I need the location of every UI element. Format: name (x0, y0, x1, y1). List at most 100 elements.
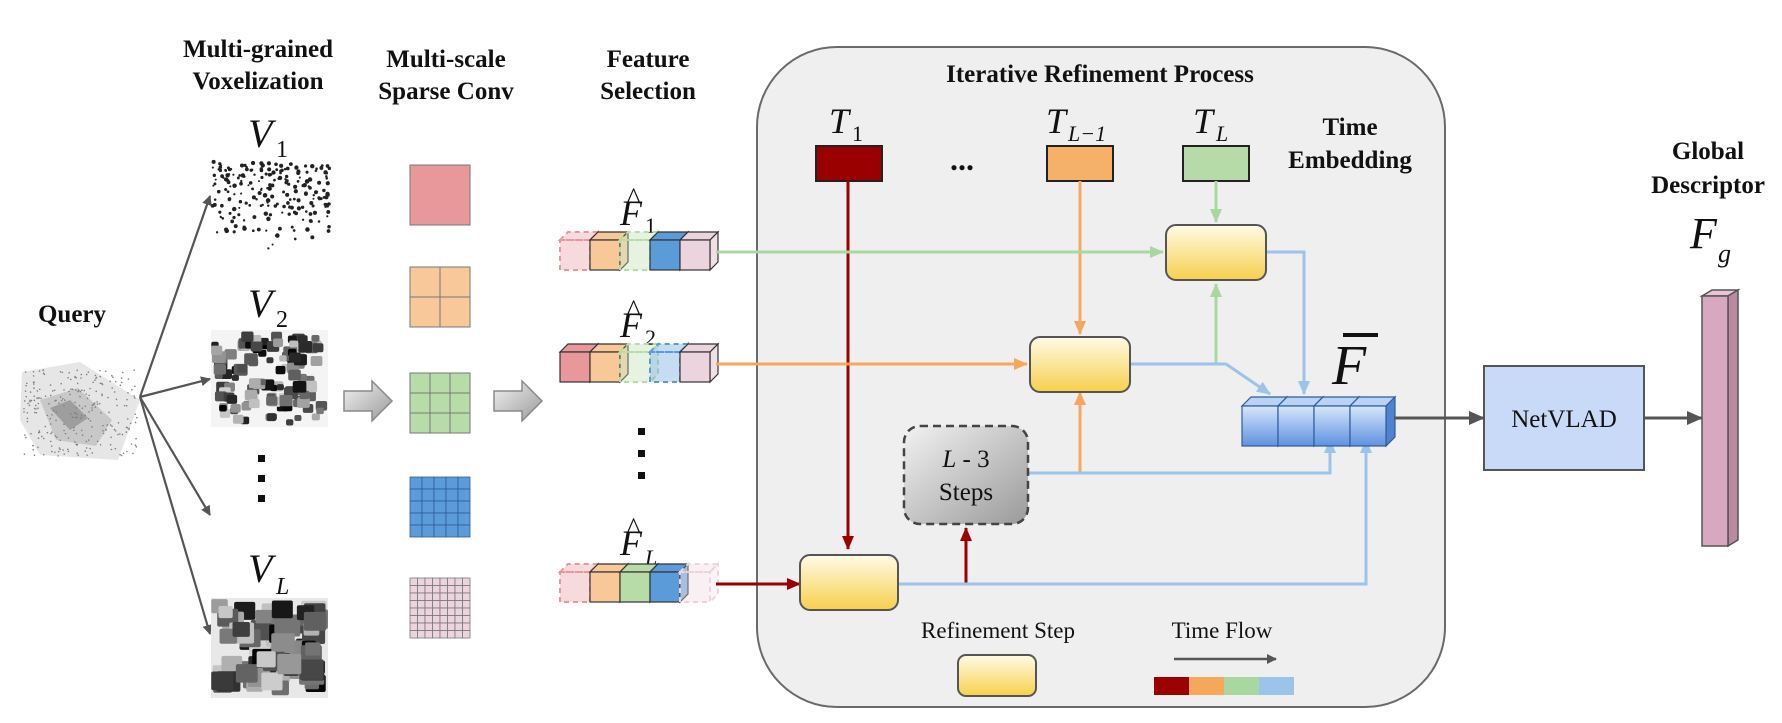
point-dot (233, 224, 238, 229)
point-dot (26, 417, 29, 420)
point-dot (56, 436, 58, 438)
point-dot (300, 205, 305, 209)
point-dot (110, 448, 113, 451)
point-dot (41, 435, 43, 438)
point-dot (288, 198, 292, 201)
block-arrow-2 (493, 379, 544, 423)
point-dot (216, 189, 221, 194)
point-dot (29, 391, 32, 393)
point-dot (265, 198, 271, 203)
global-descriptor-header-line2: Descriptor (1651, 172, 1765, 199)
voxel-cell (218, 606, 233, 619)
voxel-label-v2: V 2 (248, 281, 288, 333)
point-dot (84, 450, 87, 452)
voxel-cell (277, 653, 302, 675)
point-dot (226, 166, 230, 170)
point-dot (129, 422, 132, 425)
point-dot (307, 185, 310, 188)
point-dot (212, 184, 215, 187)
point-dot (289, 162, 292, 166)
point-dot (91, 407, 93, 409)
voxel-cell (273, 338, 284, 348)
point-dot (227, 197, 232, 201)
svg-text:V: V (248, 111, 277, 156)
point-dot (86, 454, 89, 456)
point-dot (296, 180, 300, 183)
point-dot (275, 233, 280, 238)
point-dot (73, 426, 75, 429)
point-dot (249, 168, 253, 172)
point-dot (135, 437, 137, 440)
voxelization-header-line2: Voxelization (192, 68, 323, 95)
query-label: Query (38, 301, 107, 328)
point-dot (42, 372, 45, 375)
feature-cube-rows (557, 229, 721, 605)
time-label-tl: T L (1193, 101, 1228, 146)
point-dot (26, 420, 29, 423)
voxel-cell (311, 413, 320, 421)
feature-ellipsis (638, 428, 645, 479)
point-dot (285, 166, 290, 171)
point-dot (101, 393, 103, 395)
point-dot (134, 444, 137, 446)
point-dot (80, 414, 83, 417)
point-dot (67, 448, 69, 451)
point-dot (312, 194, 315, 197)
svg-text:V: V (248, 546, 277, 591)
point-dot (326, 215, 329, 218)
voxel-cell (211, 671, 234, 691)
point-dot (63, 405, 65, 407)
point-dot (259, 167, 263, 171)
voxel-cell (303, 380, 318, 393)
point-dot (30, 399, 33, 402)
point-dot (74, 416, 77, 419)
point-dot (24, 434, 26, 436)
point-dot (295, 185, 298, 188)
point-dot (24, 371, 27, 373)
point-dot (88, 394, 90, 397)
point-dot (101, 394, 103, 397)
point-dot (256, 227, 261, 232)
point-dot (243, 163, 247, 167)
point-dot (60, 399, 63, 402)
point-dot (270, 194, 275, 199)
svg-text:T: T (1193, 101, 1216, 141)
point-dot (101, 383, 104, 386)
point-dot (242, 219, 246, 222)
voxel-cell (276, 384, 284, 391)
svg-text:F: F (619, 523, 643, 563)
point-dot (114, 430, 117, 432)
point-dot (76, 382, 79, 385)
query-fanout-arrows (138, 195, 213, 635)
svg-text:F: F (1689, 209, 1718, 258)
point-dot (238, 200, 243, 204)
point-dot (51, 431, 53, 433)
point-dot (91, 426, 93, 428)
point-dot (95, 390, 98, 393)
point-dot (25, 395, 28, 398)
point-dot (304, 164, 308, 168)
point-dot (61, 371, 64, 374)
point-dot (38, 430, 41, 432)
point-dot (128, 428, 130, 431)
point-dot (52, 409, 55, 412)
point-dot (134, 421, 137, 424)
sparse-conv-grid (409, 476, 471, 538)
point-dot (114, 447, 117, 450)
point-dot (228, 211, 232, 215)
point-dot (239, 181, 243, 186)
point-dot (113, 428, 116, 431)
point-dot (224, 168, 227, 172)
point-dot (63, 399, 66, 401)
voxel-cell (244, 353, 258, 365)
point-dot (237, 213, 241, 217)
point-dot (89, 419, 92, 422)
point-dot (37, 407, 39, 410)
point-dot (132, 452, 134, 455)
point-dot (248, 204, 252, 207)
netvlad-label: NetVLAD (1511, 406, 1617, 433)
time-embedding-tl (1182, 145, 1250, 182)
point-dot (134, 385, 136, 388)
point-dot (64, 432, 67, 435)
refinement-step-3 (1165, 224, 1267, 281)
